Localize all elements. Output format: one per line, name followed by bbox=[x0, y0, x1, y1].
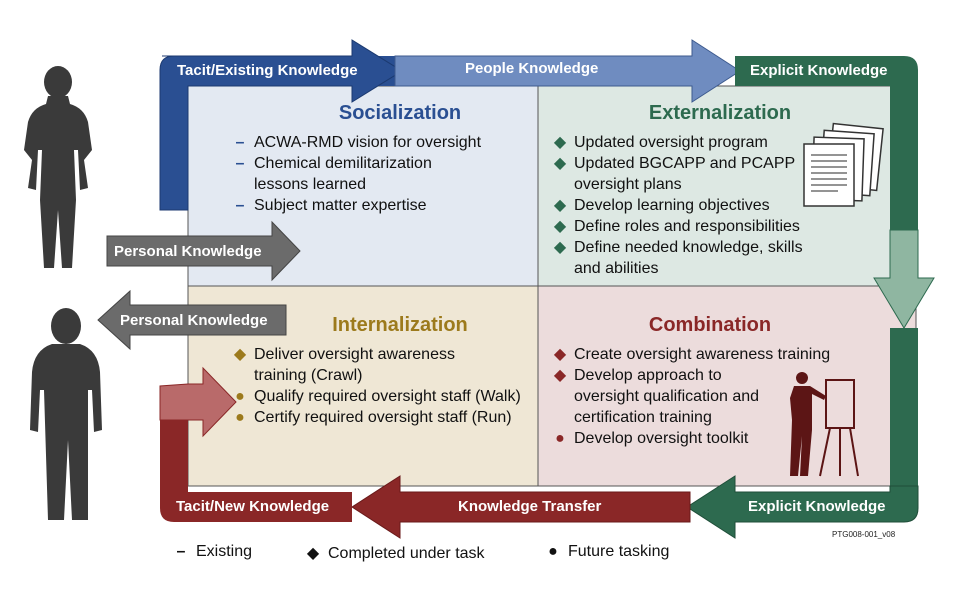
top-middle-arrow bbox=[394, 39, 741, 103]
top-middle-arrow-label: People Knowledge bbox=[465, 60, 599, 77]
personal-out-arrow-label: Personal Knowledge bbox=[120, 312, 268, 329]
list-item: ◆ Define needed knowledge, skills and abi… bbox=[552, 237, 812, 279]
presenter-icon bbox=[790, 372, 859, 477]
legend-completed: ◆ Completed under task bbox=[304, 543, 485, 563]
socialization-title: Socialization bbox=[338, 102, 462, 124]
man-silhouette-icon bbox=[30, 308, 102, 520]
dash-marker: – bbox=[235, 134, 245, 151]
dot-marker: ● bbox=[235, 409, 245, 426]
top-left-arrow-label: Tacit/Existing Knowledge bbox=[177, 62, 358, 79]
item-text: Qualify required oversight staff (Walk) bbox=[254, 388, 521, 405]
bottom-right-arrow bbox=[686, 475, 919, 539]
legend-future: ● Future tasking bbox=[544, 543, 669, 561]
woman-silhouette-icon bbox=[24, 66, 92, 268]
legend-text: Completed under task bbox=[328, 545, 485, 562]
right-down-arrow bbox=[873, 229, 935, 329]
diamond-marker: ◆ bbox=[233, 346, 247, 363]
personal-in-arrow-label: Personal Knowledge bbox=[114, 243, 262, 260]
item-text: Define roles and responsibilities bbox=[574, 218, 800, 235]
combination-title: Combination bbox=[648, 314, 772, 336]
list-item: ◆ Develop learning objectives bbox=[552, 195, 812, 216]
legend-existing: –Existing bbox=[172, 543, 252, 561]
item-text: Define needed knowledge, skills and abil… bbox=[574, 239, 803, 277]
documents-icon bbox=[803, 122, 884, 207]
list-item: ◆ Deliver oversight awareness training (C… bbox=[232, 344, 532, 386]
item-text: Develop learning objectives bbox=[574, 197, 770, 214]
bottom-middle-arrow bbox=[351, 475, 691, 539]
combination-list: ◆ Create oversight awareness training ◆ De… bbox=[552, 344, 842, 449]
personal-out-arrow bbox=[97, 289, 287, 351]
legend-text: Future tasking bbox=[568, 543, 670, 560]
personal-in-arrow bbox=[106, 220, 301, 282]
list-item: ● Qualify required oversight staff (Walk) bbox=[232, 386, 532, 407]
diamond-marker: ◆ bbox=[553, 197, 567, 214]
legend-text: Existing bbox=[196, 543, 253, 560]
externalization-title: Externalization bbox=[648, 102, 792, 124]
item-text: ACWA-RMD vision for oversight bbox=[254, 134, 482, 151]
diamond-marker: ◆ bbox=[553, 134, 567, 151]
dot-marker: ● bbox=[555, 430, 565, 447]
dot-marker: ● bbox=[548, 543, 558, 560]
item-text: Develop approach to oversight qualificat… bbox=[574, 367, 760, 426]
list-item: ● Certify required oversight staff (Run) bbox=[232, 407, 532, 428]
list-item: ◆ Define roles and responsibilities bbox=[552, 216, 812, 237]
diamond-marker: ◆ bbox=[553, 367, 567, 384]
bottom-middle-arrow-label: Knowledge Transfer bbox=[458, 498, 602, 515]
bottom-right-arrow-label: Explicit Knowledge bbox=[748, 498, 886, 515]
list-item: ◆ Updated oversight program bbox=[552, 132, 812, 153]
internalization-title: Internalization bbox=[332, 314, 468, 336]
dash-marker: – bbox=[235, 155, 245, 172]
list-item: ◆ Develop approach to oversight qualifica… bbox=[552, 365, 842, 428]
list-item: –Subject matter expertise bbox=[232, 195, 492, 216]
top-left-arrow bbox=[159, 39, 403, 211]
diamond-marker: ◆ bbox=[553, 239, 567, 256]
left-up-arrow bbox=[159, 366, 237, 438]
item-text: Certify required oversight staff (Run) bbox=[254, 409, 512, 426]
internalization-list: ◆ Deliver oversight awareness training (C… bbox=[232, 344, 532, 428]
item-text: Subject matter expertise bbox=[254, 197, 427, 214]
diamond-marker: ◆ bbox=[306, 545, 320, 562]
figure-code: PTG008-001_v08 bbox=[832, 530, 896, 539]
item-text: Updated BGCAPP and PCAPP oversight plans bbox=[574, 155, 795, 193]
externalization-list: ◆ Updated oversight program ◆ Updated BGCA… bbox=[552, 132, 812, 279]
item-text: Develop oversight toolkit bbox=[574, 430, 749, 447]
socialization-list: –ACWA-RMD vision for oversight –Chemical… bbox=[232, 132, 492, 216]
item-text: Deliver oversight awareness training (Cr… bbox=[254, 346, 455, 384]
diamond-marker: ◆ bbox=[553, 346, 567, 363]
list-item: –Chemical demilitarization lessons learn… bbox=[232, 153, 492, 195]
dash-marker: – bbox=[235, 197, 245, 214]
list-item: ◆ Create oversight awareness training bbox=[552, 344, 842, 365]
diamond-marker: ◆ bbox=[553, 155, 567, 172]
top-right-arrow-label: Explicit Knowledge bbox=[750, 62, 888, 79]
dot-marker: ● bbox=[235, 388, 245, 405]
dash-marker: – bbox=[176, 543, 186, 560]
item-text: Updated oversight program bbox=[574, 134, 768, 151]
diamond-marker: ◆ bbox=[553, 218, 567, 235]
item-text: Create oversight awareness training bbox=[574, 346, 831, 363]
list-item: ● Develop oversight toolkit bbox=[552, 428, 842, 449]
item-text: Chemical demilitarization lessons learne… bbox=[254, 155, 432, 193]
bottom-left-arrow-label: Tacit/New Knowledge bbox=[176, 498, 330, 515]
list-item: ◆ Updated BGCAPP and PCAPP oversight plan… bbox=[552, 153, 812, 195]
list-item: –ACWA-RMD vision for oversight bbox=[232, 132, 492, 153]
